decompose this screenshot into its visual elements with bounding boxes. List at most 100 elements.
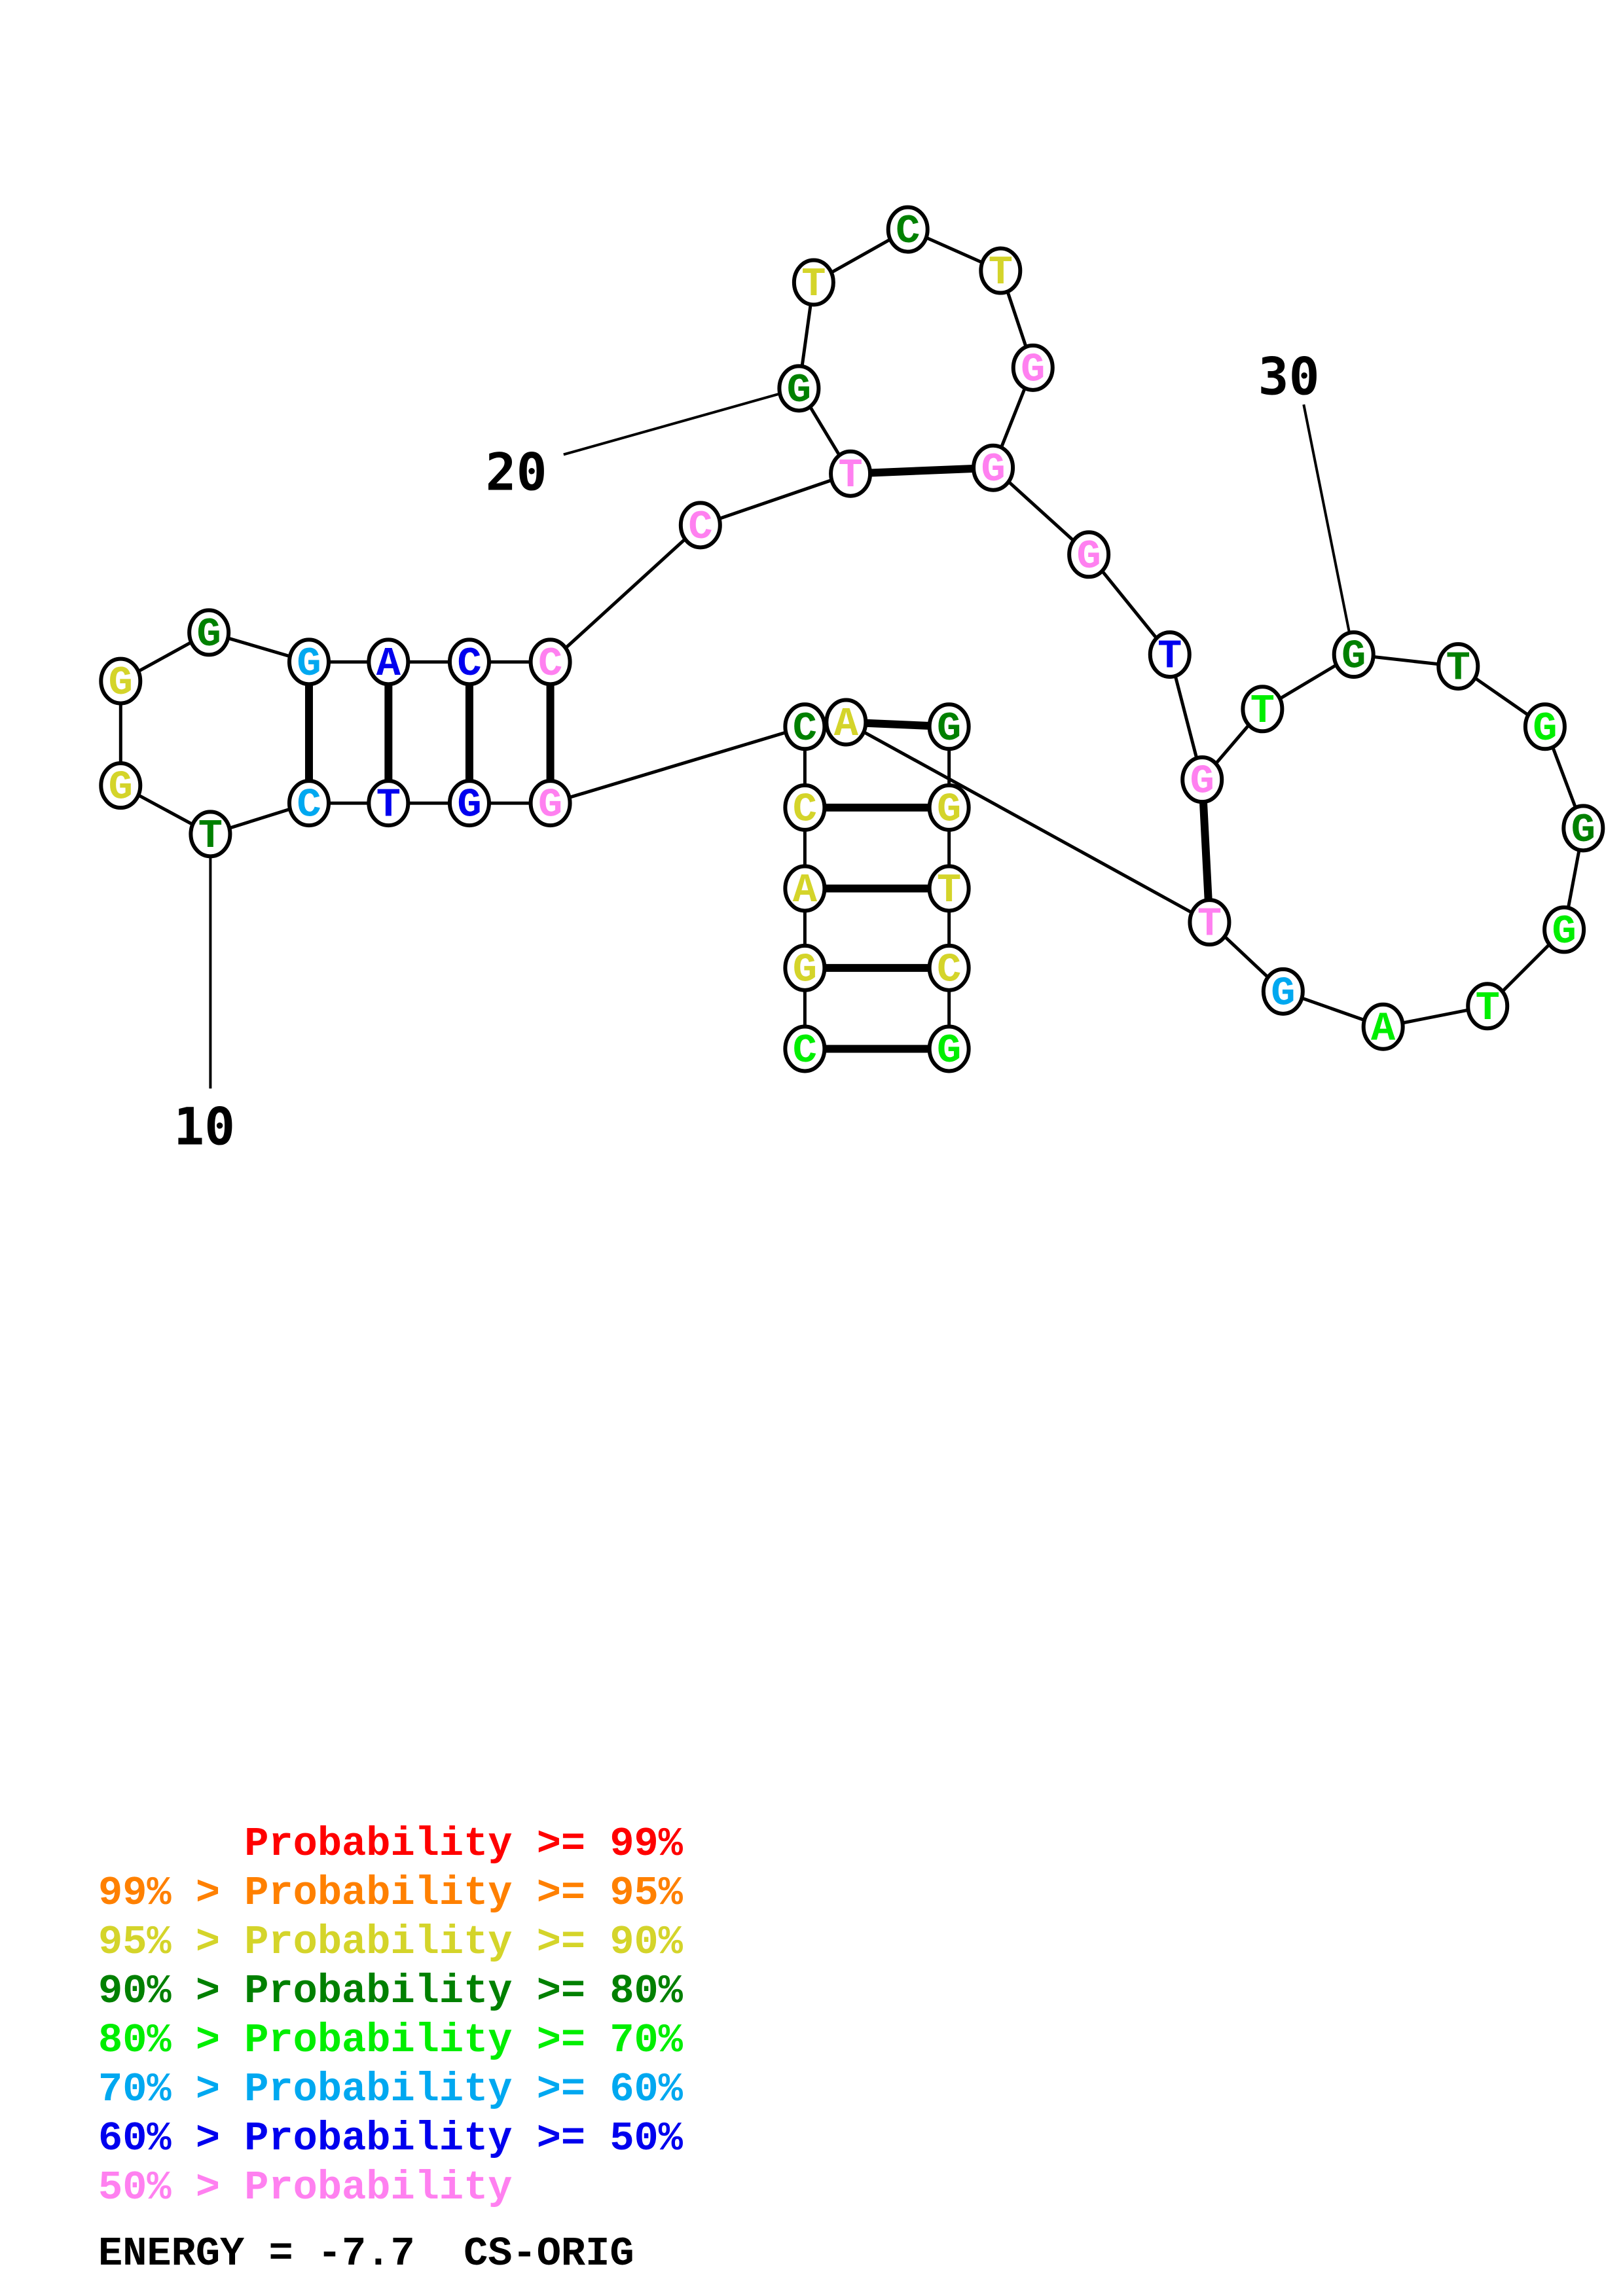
- nucleotide-circle: [927, 864, 971, 913]
- nucleotide-letter: T: [1158, 634, 1182, 680]
- nucleotide-letter: C: [793, 706, 817, 752]
- nucleotide-letter: T: [801, 261, 826, 308]
- nucleotide-letter: G: [1552, 908, 1576, 955]
- nucleotide-letter: G: [1077, 533, 1101, 580]
- nucleotide: G: [783, 943, 827, 993]
- nucleotide-circle: [678, 501, 722, 550]
- nucleotide-letter: G: [109, 764, 133, 811]
- nucleotide-letter: C: [793, 1028, 817, 1074]
- nucleotide-letter: A: [376, 641, 401, 687]
- nucleotide-circle: [777, 364, 821, 413]
- backbone-link: [845, 721, 1211, 924]
- position-label: 10: [173, 1098, 235, 1157]
- legend-row: 60% > Probability >= 50%: [98, 2115, 683, 2162]
- nucleotide-letter: G: [1190, 759, 1214, 805]
- nucleotide: G: [1523, 702, 1567, 752]
- nucleotide-circle: [99, 656, 143, 706]
- nucleotide-letter: C: [688, 504, 712, 550]
- legend-row: 50% > Probability: [98, 2164, 513, 2211]
- nucleotide-letter: T: [1250, 688, 1275, 734]
- nucleotide: G: [1332, 630, 1376, 680]
- nucleotide-circle: [927, 943, 971, 992]
- nucleotide-letter: G: [1533, 706, 1557, 752]
- nucleotide-circle: [1067, 530, 1111, 579]
- nucleotide-letter: G: [981, 446, 1005, 493]
- nucleotide: C: [447, 637, 491, 687]
- nucleotide-letter: C: [793, 786, 817, 833]
- nucleotide-circle: [447, 779, 491, 828]
- nucleotide-letter: G: [1571, 807, 1596, 853]
- nucleotide: T: [1241, 685, 1285, 734]
- nucleotide: C: [678, 501, 722, 550]
- nucleotide: C: [927, 943, 971, 993]
- nucleotide-letter: G: [457, 782, 481, 829]
- legend-row: 70% > Probability >= 60%: [98, 2066, 683, 2113]
- nucleotide: C: [287, 779, 331, 829]
- nucleotide: G: [777, 364, 821, 414]
- nucleotide-circle: [1523, 702, 1567, 751]
- nucleotide-letter: A: [793, 867, 818, 914]
- nucleotide: G: [972, 443, 1015, 493]
- nucleotide-circle: [1561, 804, 1605, 853]
- backbone-link: [549, 524, 702, 664]
- nucleotide: G: [528, 779, 572, 829]
- nucleotide-circle: [187, 608, 231, 657]
- nucleotide-circle: [1466, 982, 1510, 1031]
- nucleotide: C: [528, 637, 572, 687]
- nucleotide-letter: G: [1271, 970, 1295, 1016]
- nucleotide: C: [783, 783, 827, 833]
- nucleotide-circle: [1011, 343, 1055, 392]
- nucleotide-letter: T: [989, 249, 1013, 296]
- nucleotide: G: [927, 783, 971, 833]
- nucleotide: T: [1466, 982, 1510, 1031]
- nucleotide-letter: G: [937, 786, 961, 833]
- nucleotide-circle: [1261, 967, 1305, 1016]
- nucleotide-circle: [1241, 685, 1285, 734]
- nucleotide-circle: [1188, 898, 1231, 947]
- nucleotide: T: [792, 258, 835, 308]
- legend-row: Probability >= 99%: [98, 1821, 683, 1867]
- nucleotide-circle: [824, 698, 868, 747]
- nucleotide-letter: T: [376, 782, 401, 829]
- nucleotide-circle: [1180, 755, 1224, 804]
- position-label-line: [563, 387, 799, 456]
- nucleotide-letter: G: [538, 782, 562, 829]
- nucleotide-letter: G: [197, 611, 221, 658]
- nucleotide-circle: [1332, 630, 1376, 679]
- nucleotide: G: [1067, 530, 1111, 580]
- nucleotide: T: [829, 449, 873, 499]
- nucleotide: G: [1011, 343, 1055, 393]
- nucleotide-circle: [927, 702, 971, 751]
- nucleotide-circle: [927, 1024, 971, 1073]
- nucleotide-letter: T: [198, 813, 223, 859]
- nucleotide: G: [99, 656, 143, 706]
- nucleotide: G: [1180, 755, 1224, 805]
- nucleotide: T: [979, 246, 1023, 296]
- nucleotide-circle: [528, 637, 572, 687]
- nucleotide-letter: C: [297, 782, 321, 829]
- nucleotide-letter: G: [1341, 634, 1366, 680]
- nucleotide: T: [1148, 630, 1192, 680]
- nucleotide-letter: G: [109, 660, 133, 706]
- nucleotide: A: [367, 637, 410, 687]
- nucleotide: G: [927, 702, 971, 752]
- nucleotide-circle: [447, 637, 491, 687]
- nucleotide-circle: [189, 810, 232, 859]
- nucleotide-letter: G: [793, 946, 817, 993]
- nucleotide: T: [367, 779, 410, 829]
- nucleotide-circle: [886, 205, 930, 254]
- nucleotide: G: [1542, 905, 1586, 955]
- nucleotide-circle: [979, 246, 1023, 295]
- nucleotide-letter: A: [1371, 1005, 1396, 1052]
- nucleotide-circle: [783, 783, 827, 832]
- nucleotide: A: [1361, 1002, 1405, 1052]
- nucleotide-letter: T: [937, 867, 961, 914]
- nucleotide-circle: [829, 449, 873, 498]
- nucleotide-letter: G: [787, 367, 811, 414]
- nucleotide-letter: T: [1476, 985, 1500, 1031]
- nucleotide-letter: G: [297, 641, 321, 687]
- nucleotide: C: [783, 1024, 827, 1074]
- nucleotide-circle: [927, 783, 971, 832]
- legend-row: 80% > Probability >= 70%: [98, 2017, 683, 2064]
- position-label-line: [1302, 404, 1355, 655]
